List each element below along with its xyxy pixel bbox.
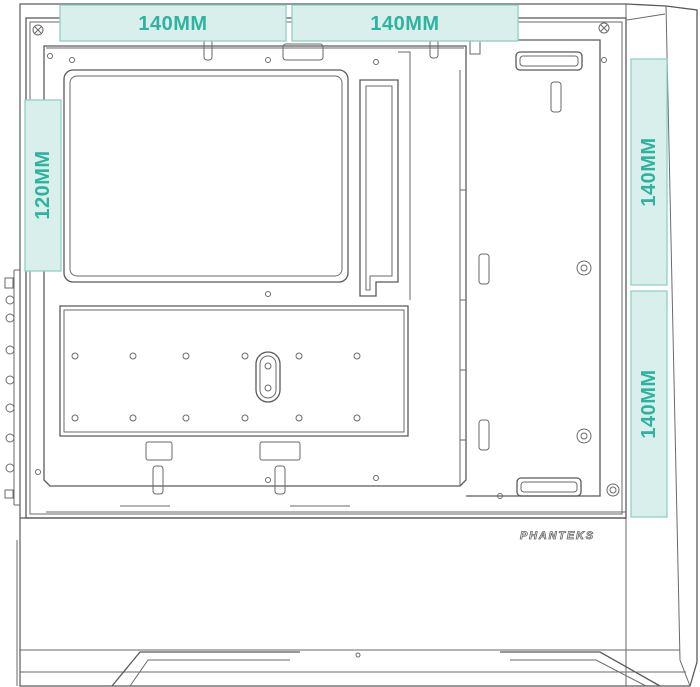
case-feet <box>111 651 661 687</box>
tie-down-slots <box>120 39 481 507</box>
fan-label-front-top: 140MM <box>630 58 668 286</box>
brand-logo: PHANTEKS <box>520 530 595 542</box>
fan-label-front-bottom: 140MM <box>630 290 668 518</box>
cable-routing-channel <box>359 51 411 300</box>
fan-label-top-rear-text: 140MM <box>370 13 439 35</box>
fan-label-front-bottom-text: 140MM <box>638 369 660 438</box>
tray-holes <box>35 53 379 483</box>
fan-label-front-top-text: 140MM <box>638 137 660 206</box>
fan-label-rear: 120MM <box>24 99 62 272</box>
motherboard-tray <box>43 45 467 487</box>
drive-cage <box>459 39 620 499</box>
fan-label-top-rear: 140MM <box>291 4 519 42</box>
rear-io-panel <box>4 4 21 686</box>
fan-label-rear-text: 120MM <box>32 150 54 219</box>
fan-label-top-front-text: 140MM <box>138 13 207 35</box>
fan-label-top-front: 140MM <box>59 4 287 42</box>
case-body <box>19 3 698 687</box>
cpu-cutout <box>63 69 349 283</box>
motherboard-chamber <box>25 17 627 519</box>
psu-shroud: PHANTEKS <box>20 511 686 673</box>
standoff-plate <box>59 305 409 437</box>
